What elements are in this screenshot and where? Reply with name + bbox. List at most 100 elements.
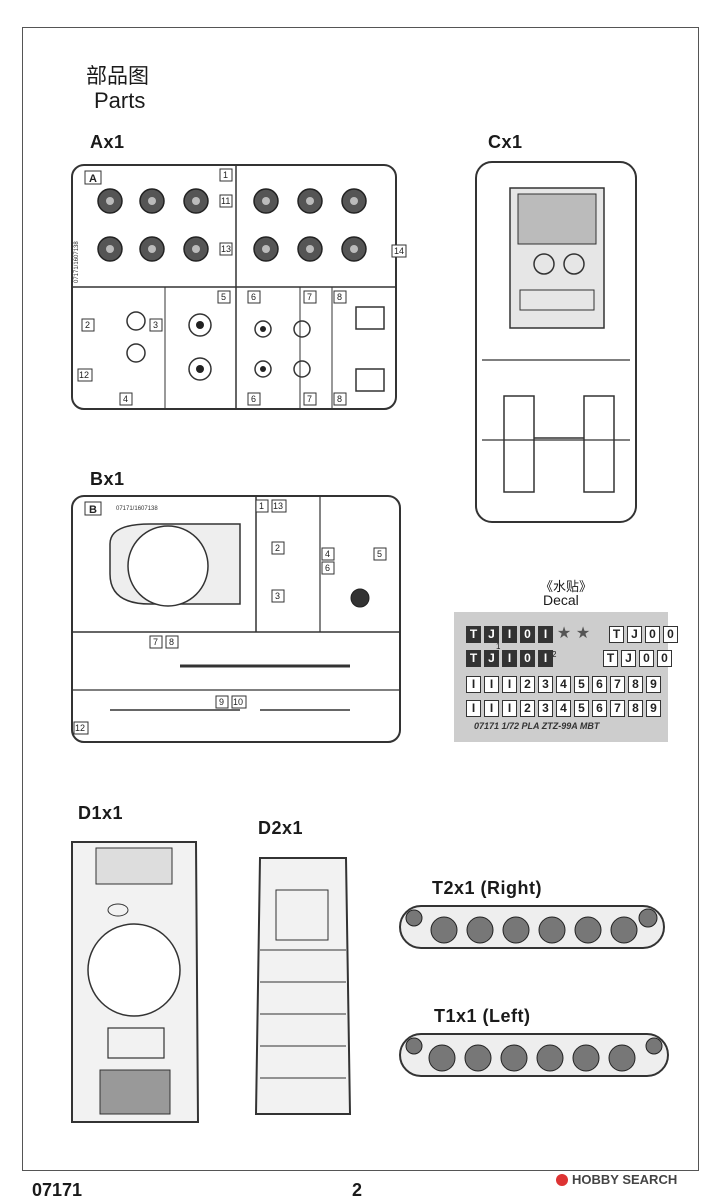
- decal-char: 2: [520, 676, 535, 693]
- sprue-a-part-6-top: 6: [251, 292, 256, 302]
- decal-sheet: T J I 0 I ★ ★ T J 0 0 1 2 T J I 0 I T J …: [454, 612, 678, 742]
- sprue-a-part-14: 14: [394, 246, 404, 256]
- decal-char: 0: [639, 650, 654, 667]
- decal-mark-2: 2: [552, 650, 557, 659]
- sprue-a-part-5: 5: [221, 292, 226, 302]
- sprue-a-drawing: A 07171/1607138 1 11 13 14 2 3 5 6 7 8 1…: [70, 163, 410, 413]
- sprue-a-part-2: 2: [85, 320, 90, 330]
- decal-char: J: [621, 650, 636, 667]
- decal-char: T: [466, 650, 481, 667]
- decal-char: 0: [657, 650, 672, 667]
- decal-char: 3: [538, 700, 553, 717]
- decal-caption-chinese: 《水贴》: [540, 580, 593, 595]
- sprue-b-part-6: 6: [325, 563, 330, 573]
- decal-char: 0: [520, 650, 535, 667]
- decal-char: I: [502, 626, 517, 643]
- track-right-drawing: [398, 902, 668, 952]
- decal-char: I: [538, 626, 553, 643]
- sprue-b-label: Bx1: [90, 469, 125, 489]
- watermark: HOBBY SEARCH: [556, 1172, 677, 1187]
- sprue-a-part-4: 4: [123, 394, 128, 404]
- decal-char: I: [484, 676, 499, 693]
- sprue-b-part-7: 7: [153, 637, 158, 647]
- decal-char: 7: [610, 676, 625, 693]
- decal-caption-english: Decal: [543, 592, 579, 608]
- decal-char: 6: [592, 676, 607, 693]
- decal-char: 6: [592, 700, 607, 717]
- sprue-b-part-2: 2: [275, 543, 280, 553]
- decal-char: T: [603, 650, 618, 667]
- decal-char: 0: [663, 626, 678, 643]
- sprue-a-part-1: 1: [223, 170, 228, 180]
- sprue-b-part-9: 9: [219, 697, 224, 707]
- decal-row-4: I I I 2 3 4 5 6 7 8 9: [466, 700, 661, 717]
- sprue-b-letter: B: [89, 504, 97, 516]
- decal-row-3: I I I 2 3 4 5 6 7 8 9: [466, 676, 661, 693]
- decal-char: I: [466, 700, 481, 717]
- track-left-drawing: [398, 1030, 672, 1080]
- sprue-b-part-4: 4: [325, 549, 330, 559]
- sprue-a-letter: A: [89, 173, 97, 185]
- decal-char: I: [466, 676, 481, 693]
- decal-char: I: [502, 676, 517, 693]
- sprue-a-part-7-top: 7: [307, 292, 312, 302]
- sprue-b-part-8: 8: [169, 637, 174, 647]
- track-right-label: T2x1 (Right): [432, 878, 543, 898]
- decal-char: 0: [645, 626, 660, 643]
- decal-char: I: [502, 700, 517, 717]
- sprue-a-label: Ax1: [90, 132, 125, 152]
- sprue-b-part-1: 1: [259, 501, 264, 511]
- sprue-a-part-3: 3: [153, 320, 158, 330]
- page-number: 2: [352, 1180, 363, 1200]
- hobby-search-logo-icon: [556, 1173, 568, 1186]
- sprue-a-part-11: 11: [221, 196, 230, 206]
- sprue-a-part-12: 12: [79, 370, 89, 380]
- track-left-label: T1x1 (Left): [434, 1006, 531, 1026]
- page-border: [22, 27, 699, 1171]
- decal-char: I: [484, 700, 499, 717]
- hull-top-d1-drawing: [66, 836, 206, 1128]
- decal-char: 7: [610, 700, 625, 717]
- sprue-d1-label: D1x1: [78, 803, 124, 823]
- parts-title-english: Parts: [94, 88, 146, 113]
- sprue-d2-label: D2x1: [258, 818, 304, 838]
- decal-char: 4: [556, 676, 571, 693]
- watermark-text: HOBBY SEARCH: [572, 1172, 678, 1187]
- sprue-c-drawing: [474, 160, 640, 526]
- decal-code: 07171 1/72 PLA ZTZ-99A MBT: [474, 721, 600, 731]
- sprue-a-part-13: 13: [221, 244, 231, 254]
- decal-char: 4: [556, 700, 571, 717]
- decal-char: 8: [628, 700, 643, 717]
- hull-bottom-d2-drawing: [246, 850, 362, 1124]
- decal-char: 2: [520, 700, 535, 717]
- sprue-b-part-13: 13: [273, 501, 283, 511]
- decal-char: J: [484, 626, 499, 643]
- decal-char: J: [484, 650, 499, 667]
- sprue-a-part-6-bottom: 6: [251, 394, 256, 404]
- decal-char: 9: [646, 700, 661, 717]
- product-code: 07171: [32, 1180, 83, 1200]
- decal-char: I: [502, 650, 517, 667]
- decal-char: 5: [574, 676, 589, 693]
- decal-char: T: [609, 626, 624, 643]
- sprue-b-drawing: B 07171/1607138 1 13 2 3 4 5 6 7 8 9 10 …: [70, 494, 410, 746]
- decal-char: J: [627, 626, 642, 643]
- decal-row-2: T J I 0 I T J 0 0: [466, 650, 672, 667]
- sprue-a-code: 07171/1607138: [74, 241, 80, 283]
- star-icon: ★: [575, 625, 591, 642]
- sprue-b-part-5: 5: [377, 549, 382, 559]
- sprue-a-part-8-bottom: 8: [337, 394, 342, 404]
- decal-mark-1: 1: [496, 642, 501, 651]
- sprue-b-part-3: 3: [275, 591, 280, 601]
- decal-char: T: [466, 626, 481, 643]
- parts-title-chinese: 部品图: [86, 64, 149, 88]
- decal-char: 0: [520, 626, 535, 643]
- star-icon: ★: [556, 625, 572, 642]
- decal-char: 5: [574, 700, 589, 717]
- decal-char: 8: [628, 676, 643, 693]
- sprue-b-part-10: 10: [233, 697, 243, 707]
- decal-row-1: T J I 0 I ★ ★ T J 0 0: [466, 626, 678, 643]
- decal-char: I: [538, 650, 553, 667]
- decal-char: 3: [538, 676, 553, 693]
- sprue-c-label: Cx1: [488, 132, 523, 152]
